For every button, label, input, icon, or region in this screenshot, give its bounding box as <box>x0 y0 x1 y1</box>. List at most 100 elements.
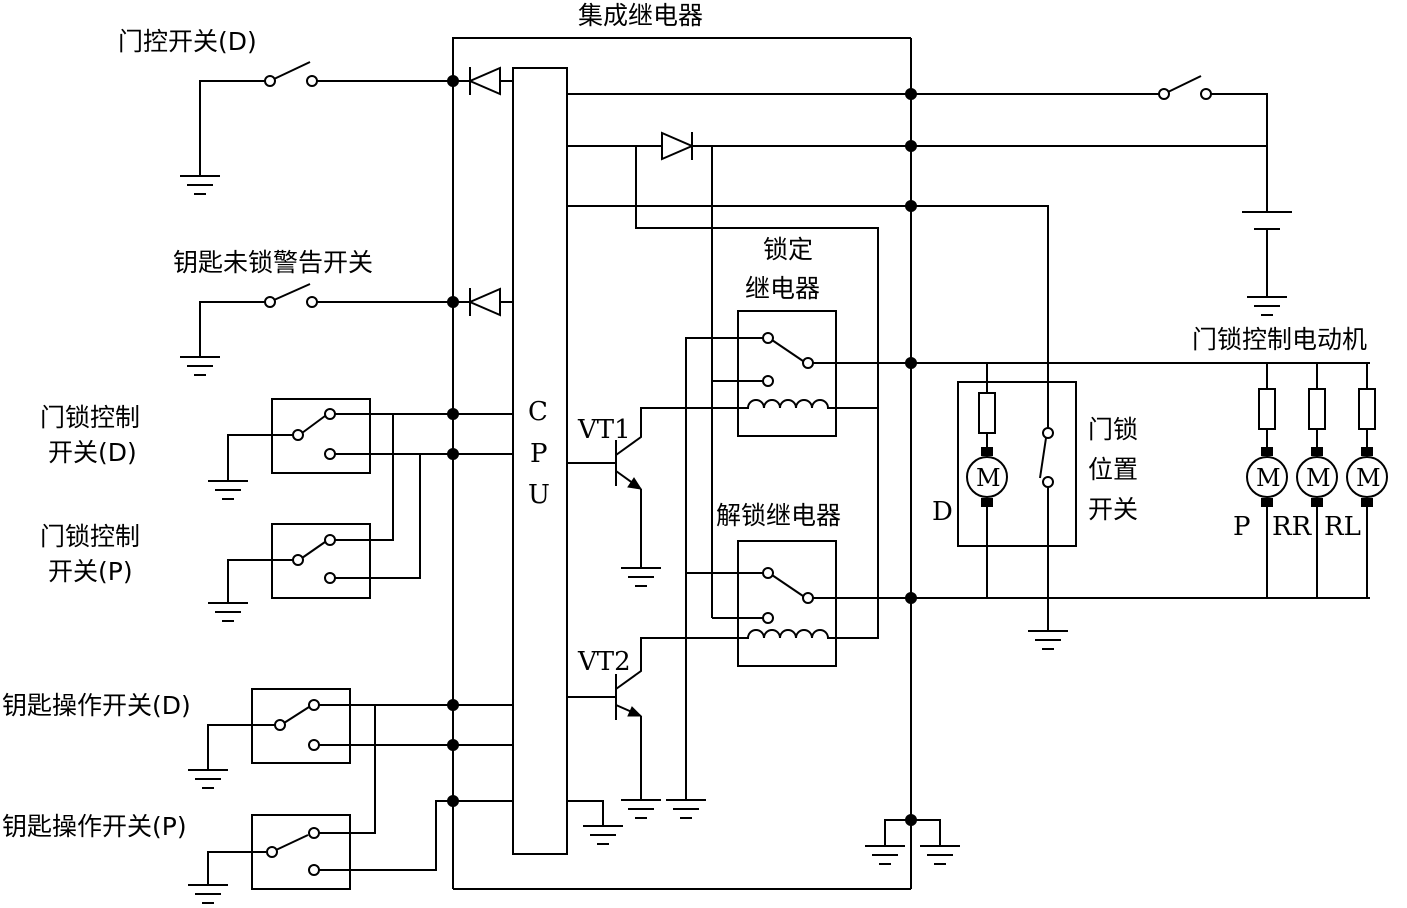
door-switch-d <box>199 61 513 176</box>
switch-contact <box>292 554 304 566</box>
cpu-block <box>512 67 568 855</box>
relay-contact <box>762 375 774 387</box>
brush <box>1261 447 1273 456</box>
junction-node <box>905 140 917 152</box>
door-lock-motor-p: M <box>1246 363 1288 598</box>
supply-wire <box>567 75 1268 146</box>
brush <box>1311 447 1323 456</box>
door-lock-motor-rl: M <box>1346 363 1388 598</box>
warning-switch-contact-a <box>264 296 276 308</box>
motor-symbol-text: M <box>1256 464 1281 492</box>
key-warning-switch-label: 钥匙未锁警告开关 <box>173 248 373 277</box>
junction-node <box>905 88 917 100</box>
junction-node <box>447 699 459 711</box>
cpu-label-c: C <box>528 397 548 427</box>
motor-d-label: D <box>932 497 953 527</box>
lock-ctrl-switch-p-label-2: 开关(P) <box>48 557 133 586</box>
motor-symbol-text: M <box>1356 464 1381 492</box>
switch-contact <box>324 534 336 546</box>
door-lock-motor-d: M <box>966 363 1008 598</box>
cpu-label-p: P <box>530 439 548 469</box>
position-switch-contact-b <box>1042 476 1054 488</box>
cpu-label-u: U <box>528 480 550 510</box>
ground-symbol <box>666 799 706 819</box>
lock-ctrl-switch-d <box>227 408 513 481</box>
vt2-transistor <box>567 637 738 800</box>
ground-symbol <box>911 819 960 865</box>
lock-relay <box>712 332 1370 409</box>
unlock-relay-label: 解锁继电器 <box>716 501 841 530</box>
position-switch-label-2: 位置 <box>1088 455 1138 484</box>
switch-contact <box>292 429 304 441</box>
ground-symbol <box>180 175 220 195</box>
integrated-relay-title: 集成继电器 <box>578 1 703 30</box>
resistor <box>978 392 996 434</box>
door-lock-position-switch <box>1028 427 1068 650</box>
position-switch-label-1: 门锁 <box>1088 415 1138 444</box>
key-op-switch-d <box>207 699 513 770</box>
lock-ctrl-switch-d-label-1: 门锁控制 <box>40 403 140 432</box>
door-switch-contact-b <box>306 75 318 87</box>
resistor <box>1358 388 1376 430</box>
switch-contact <box>308 739 320 751</box>
key-warning-switch <box>199 283 513 357</box>
motor-rr-label: RR <box>1272 512 1313 542</box>
ground-symbol <box>621 799 661 819</box>
motor-symbol-text: M <box>1306 464 1331 492</box>
ground-symbol <box>180 356 220 376</box>
lock-relay-box <box>737 310 837 437</box>
key-op-switch-p <box>207 705 513 885</box>
brush <box>1361 447 1373 456</box>
diode <box>467 287 501 317</box>
ground-symbol <box>188 769 228 789</box>
vt2-label: VT2 <box>577 647 631 677</box>
diode <box>467 66 501 96</box>
motor-symbol-text: M <box>976 464 1001 492</box>
switch-contact <box>266 846 278 858</box>
junction-node <box>447 296 459 308</box>
unlock-relay-coil <box>738 408 879 639</box>
position-switch-contact-a <box>1042 427 1054 439</box>
brush <box>981 498 993 507</box>
relay-contact <box>802 592 814 604</box>
relay-contact <box>762 332 774 344</box>
relay-contact <box>762 612 774 624</box>
relay-contact <box>802 357 814 369</box>
motor-d-symbol <box>966 456 1008 498</box>
motor-rr-symbol <box>1296 456 1338 498</box>
cpu-ground <box>567 800 623 845</box>
lock-ctrl-switch-p-label-1: 门锁控制 <box>40 522 140 551</box>
junction-node <box>905 200 917 212</box>
junction-node <box>447 408 459 420</box>
brush <box>1311 498 1323 507</box>
switch-contact <box>324 572 336 584</box>
motor-rl-symbol <box>1346 456 1388 498</box>
lock-ctrl-switch-p <box>227 414 421 603</box>
door-switch-d-label: 门控开关(D) <box>118 27 257 56</box>
junction-node <box>447 739 459 751</box>
warning-switch-contact-b <box>306 296 318 308</box>
actuators-label: 门锁控制电动机 <box>1192 325 1367 354</box>
switch-contact <box>308 864 320 876</box>
brush <box>1261 498 1273 507</box>
ground-symbol <box>865 819 911 865</box>
ground-symbol <box>621 567 661 587</box>
ground-symbol <box>208 480 248 500</box>
position-switch-label-3: 开关 <box>1088 495 1138 524</box>
lock-relay-label-1: 锁定 <box>763 235 813 264</box>
door-lock-motor-rr: M <box>1296 363 1338 598</box>
key-op-switch-p-label: 钥匙操作开关(P) <box>2 812 187 841</box>
integrated-relay-box <box>452 37 911 890</box>
vt1-transistor <box>567 407 738 568</box>
switch-contact <box>308 827 320 839</box>
key-op-switch-d-label: 钥匙操作开关(D) <box>2 691 191 720</box>
relay-contact <box>762 567 774 579</box>
motor-rl-label: RL <box>1324 512 1361 542</box>
ignition-switch-contact-b <box>1200 88 1212 100</box>
vt1-label: VT1 <box>577 415 631 445</box>
brush <box>981 447 993 456</box>
motor-p-symbol <box>1246 456 1288 498</box>
unlock-relay-box <box>737 540 837 667</box>
door-switch-contact-a <box>264 75 276 87</box>
junction-node <box>447 795 459 807</box>
